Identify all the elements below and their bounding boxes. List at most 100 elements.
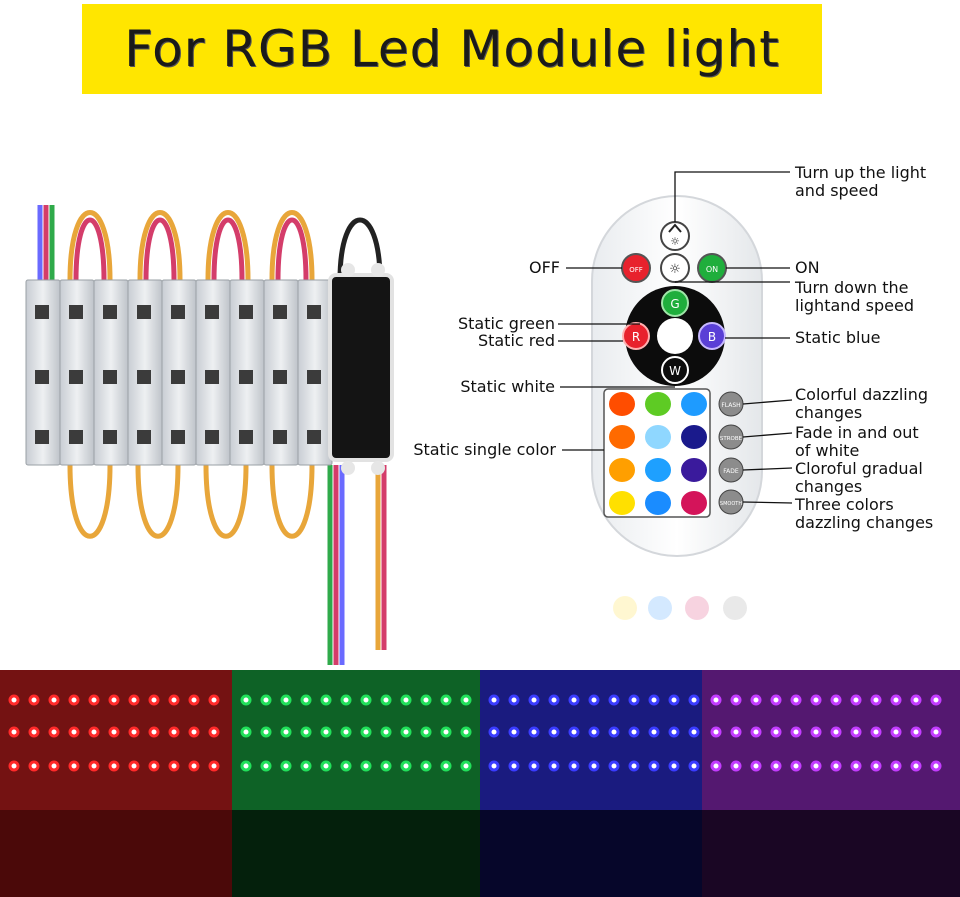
led-dot [508,694,520,706]
led-dot [148,694,160,706]
led-dot [608,726,620,738]
color-grid-button[interactable] [681,425,707,449]
led-dot [508,726,520,738]
led-dot [260,694,272,706]
led-dot [28,694,40,706]
led-dot [400,760,412,772]
led-dot [790,760,802,772]
led-dot [648,726,660,738]
flash-button-glyph: FLASH [721,402,740,409]
led-dot [850,760,862,772]
led-dot [870,694,882,706]
label-static-blue: Static blue [795,328,881,347]
led-dot [648,694,660,706]
static-blue-button[interactable] [698,322,726,350]
led-dot [420,726,432,738]
color-grid-button[interactable] [645,425,671,449]
led-dot [208,726,220,738]
red-led-panel [0,670,232,897]
led-dot [890,694,902,706]
led-dot [440,726,452,738]
static-green-button[interactable] [661,289,689,317]
led-dot [750,760,762,772]
color-grid-button[interactable] [645,392,671,416]
page-title: For RGB Led Module light [124,20,780,78]
led-dot [8,694,20,706]
led-dot [188,760,200,772]
color-grid-button[interactable] [609,425,635,449]
label-static-white: Static white [460,377,555,396]
led-dot [568,694,580,706]
led-dot [400,694,412,706]
led-dot [628,760,640,772]
color-grid-button[interactable] [681,491,707,515]
led-dot [240,694,252,706]
led-dot [528,694,540,706]
on-button-glyph: ON [706,265,718,274]
led-dot [260,760,272,772]
led-dot [240,726,252,738]
led-dot [608,694,620,706]
color-grid-button[interactable] [681,458,707,482]
led-dot [168,726,180,738]
led-dot [420,694,432,706]
led-dot [340,726,352,738]
led-dot [810,694,822,706]
led-dot [208,694,220,706]
color-grid-button[interactable] [645,491,671,515]
led-dot [548,760,560,772]
led-dot [8,726,20,738]
led-dot [830,694,842,706]
led-dot [300,760,312,772]
led-dot [688,694,700,706]
led-dot [108,694,120,706]
remote-reflection [613,596,747,620]
led-dot [930,726,942,738]
smooth-button-glyph: SMOOTH [720,501,742,507]
color-grid-button[interactable] [609,392,635,416]
led-dot [148,726,160,738]
color-grid-button[interactable] [681,392,707,416]
label-static-single-color: Static single color [413,440,556,459]
led-dot [688,726,700,738]
led-dot [320,726,332,738]
led-dot [588,694,600,706]
led-dot [280,694,292,706]
led-dot [48,760,60,772]
led-dot [568,726,580,738]
color-grid-button[interactable] [645,458,671,482]
white-button-glyph: W [669,364,681,378]
led-dot [528,726,540,738]
green-led-panel [232,670,480,897]
led-dot [488,760,500,772]
led-dot [68,760,80,772]
led-dot [280,760,292,772]
led-dot [528,760,540,772]
led-dot [548,726,560,738]
led-dot [730,694,742,706]
static-white-button[interactable] [661,356,689,384]
color-grid-button[interactable] [609,491,635,515]
led-dot [380,726,392,738]
color-grid-button[interactable] [609,458,635,482]
led-dot [380,760,392,772]
label-turn-up: Turn up the light and speed [795,163,927,200]
led-dot [688,760,700,772]
led-dot [568,760,580,772]
led-dot [870,760,882,772]
led-dot [440,760,452,772]
static-red-button[interactable] [622,322,650,350]
led-dot [730,726,742,738]
led-dot [750,726,762,738]
led-dot [710,760,722,772]
led-dot [360,694,372,706]
led-dot [300,694,312,706]
led-dot [168,694,180,706]
led-dot [320,694,332,706]
led-dot [810,726,822,738]
led-modules-image [25,205,394,665]
product-illustration: ☼ OFF ☼ ON G R B W FLASH STROBE FADE SMO… [25,171,793,665]
led-dot [588,760,600,772]
label-static-green: Static green [457,314,555,333]
callout-lines [558,171,793,504]
